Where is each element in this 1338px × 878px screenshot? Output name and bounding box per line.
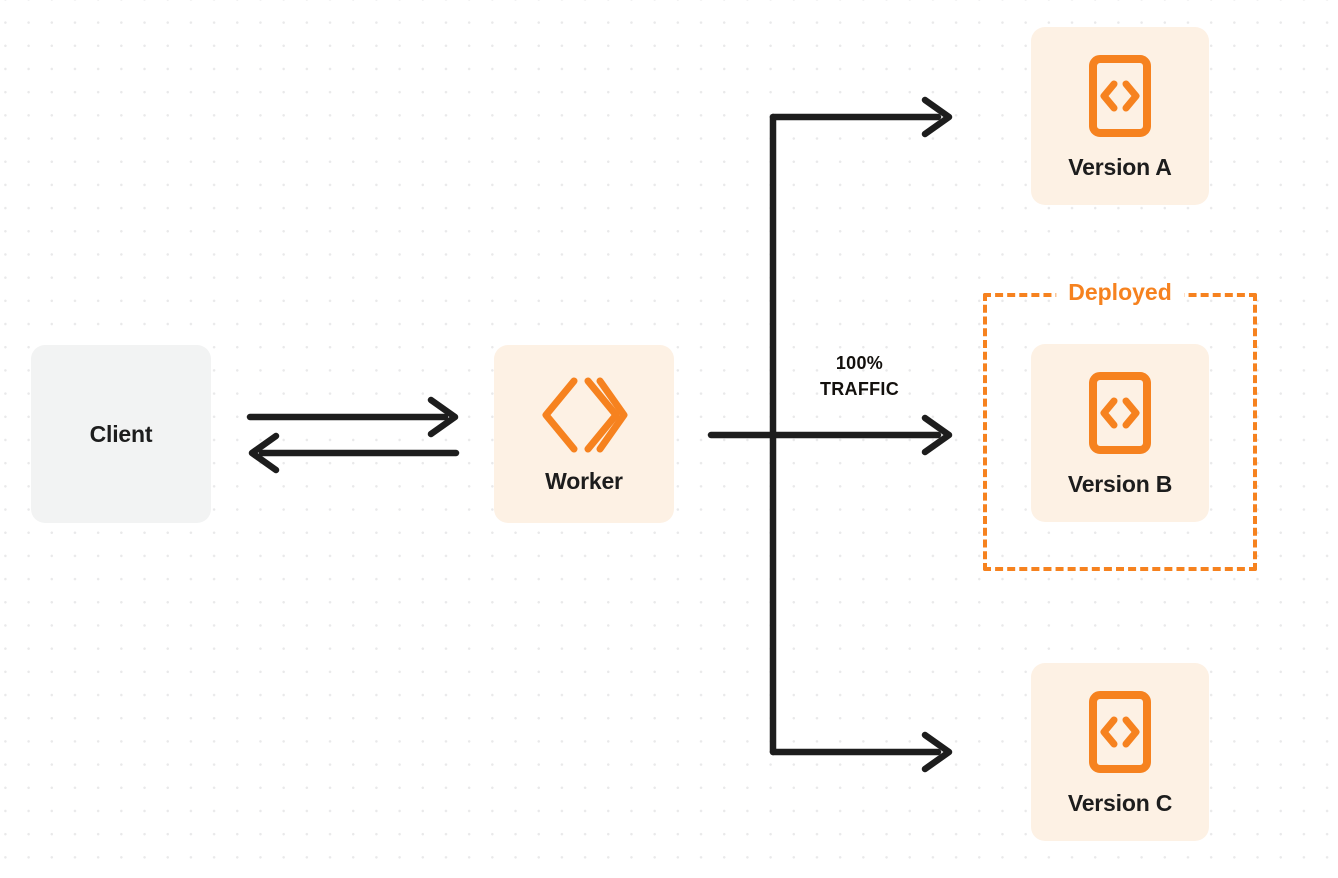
group-deployed: Deployed [983, 281, 1257, 571]
edge-client-to-worker [246, 396, 459, 438]
node-version-c[interactable]: Version C [1031, 663, 1209, 841]
code-brackets-icon [1088, 371, 1152, 455]
edge-worker-to-version-b [707, 414, 953, 456]
code-brackets-icon [1088, 690, 1152, 774]
group-deployed-label: Deployed [1056, 281, 1184, 305]
node-worker-label: Worker [545, 467, 623, 494]
traffic-percent: 100% [835, 353, 884, 373]
node-client[interactable]: Client [31, 345, 211, 523]
node-version-b-label: Version B [1067, 470, 1173, 497]
node-worker[interactable]: Worker [494, 345, 674, 523]
edge-trunk-to-version-a [769, 96, 953, 138]
traffic-label: 100% TRAFFIC [793, 350, 926, 402]
node-version-c-label: Version C [1067, 789, 1173, 816]
edge-worker-to-client [248, 432, 460, 474]
traffic-word: TRAFFIC [819, 379, 900, 400]
node-version-a[interactable]: Version A [1031, 27, 1209, 205]
edge-trunk-to-version-c [769, 731, 953, 773]
cloudflare-workers-logo-icon [540, 376, 628, 454]
code-brackets-icon [1088, 54, 1152, 138]
node-client-label: Client [89, 420, 153, 447]
node-version-b[interactable]: Version B [1031, 344, 1209, 522]
node-version-a-label: Version A [1068, 153, 1172, 180]
